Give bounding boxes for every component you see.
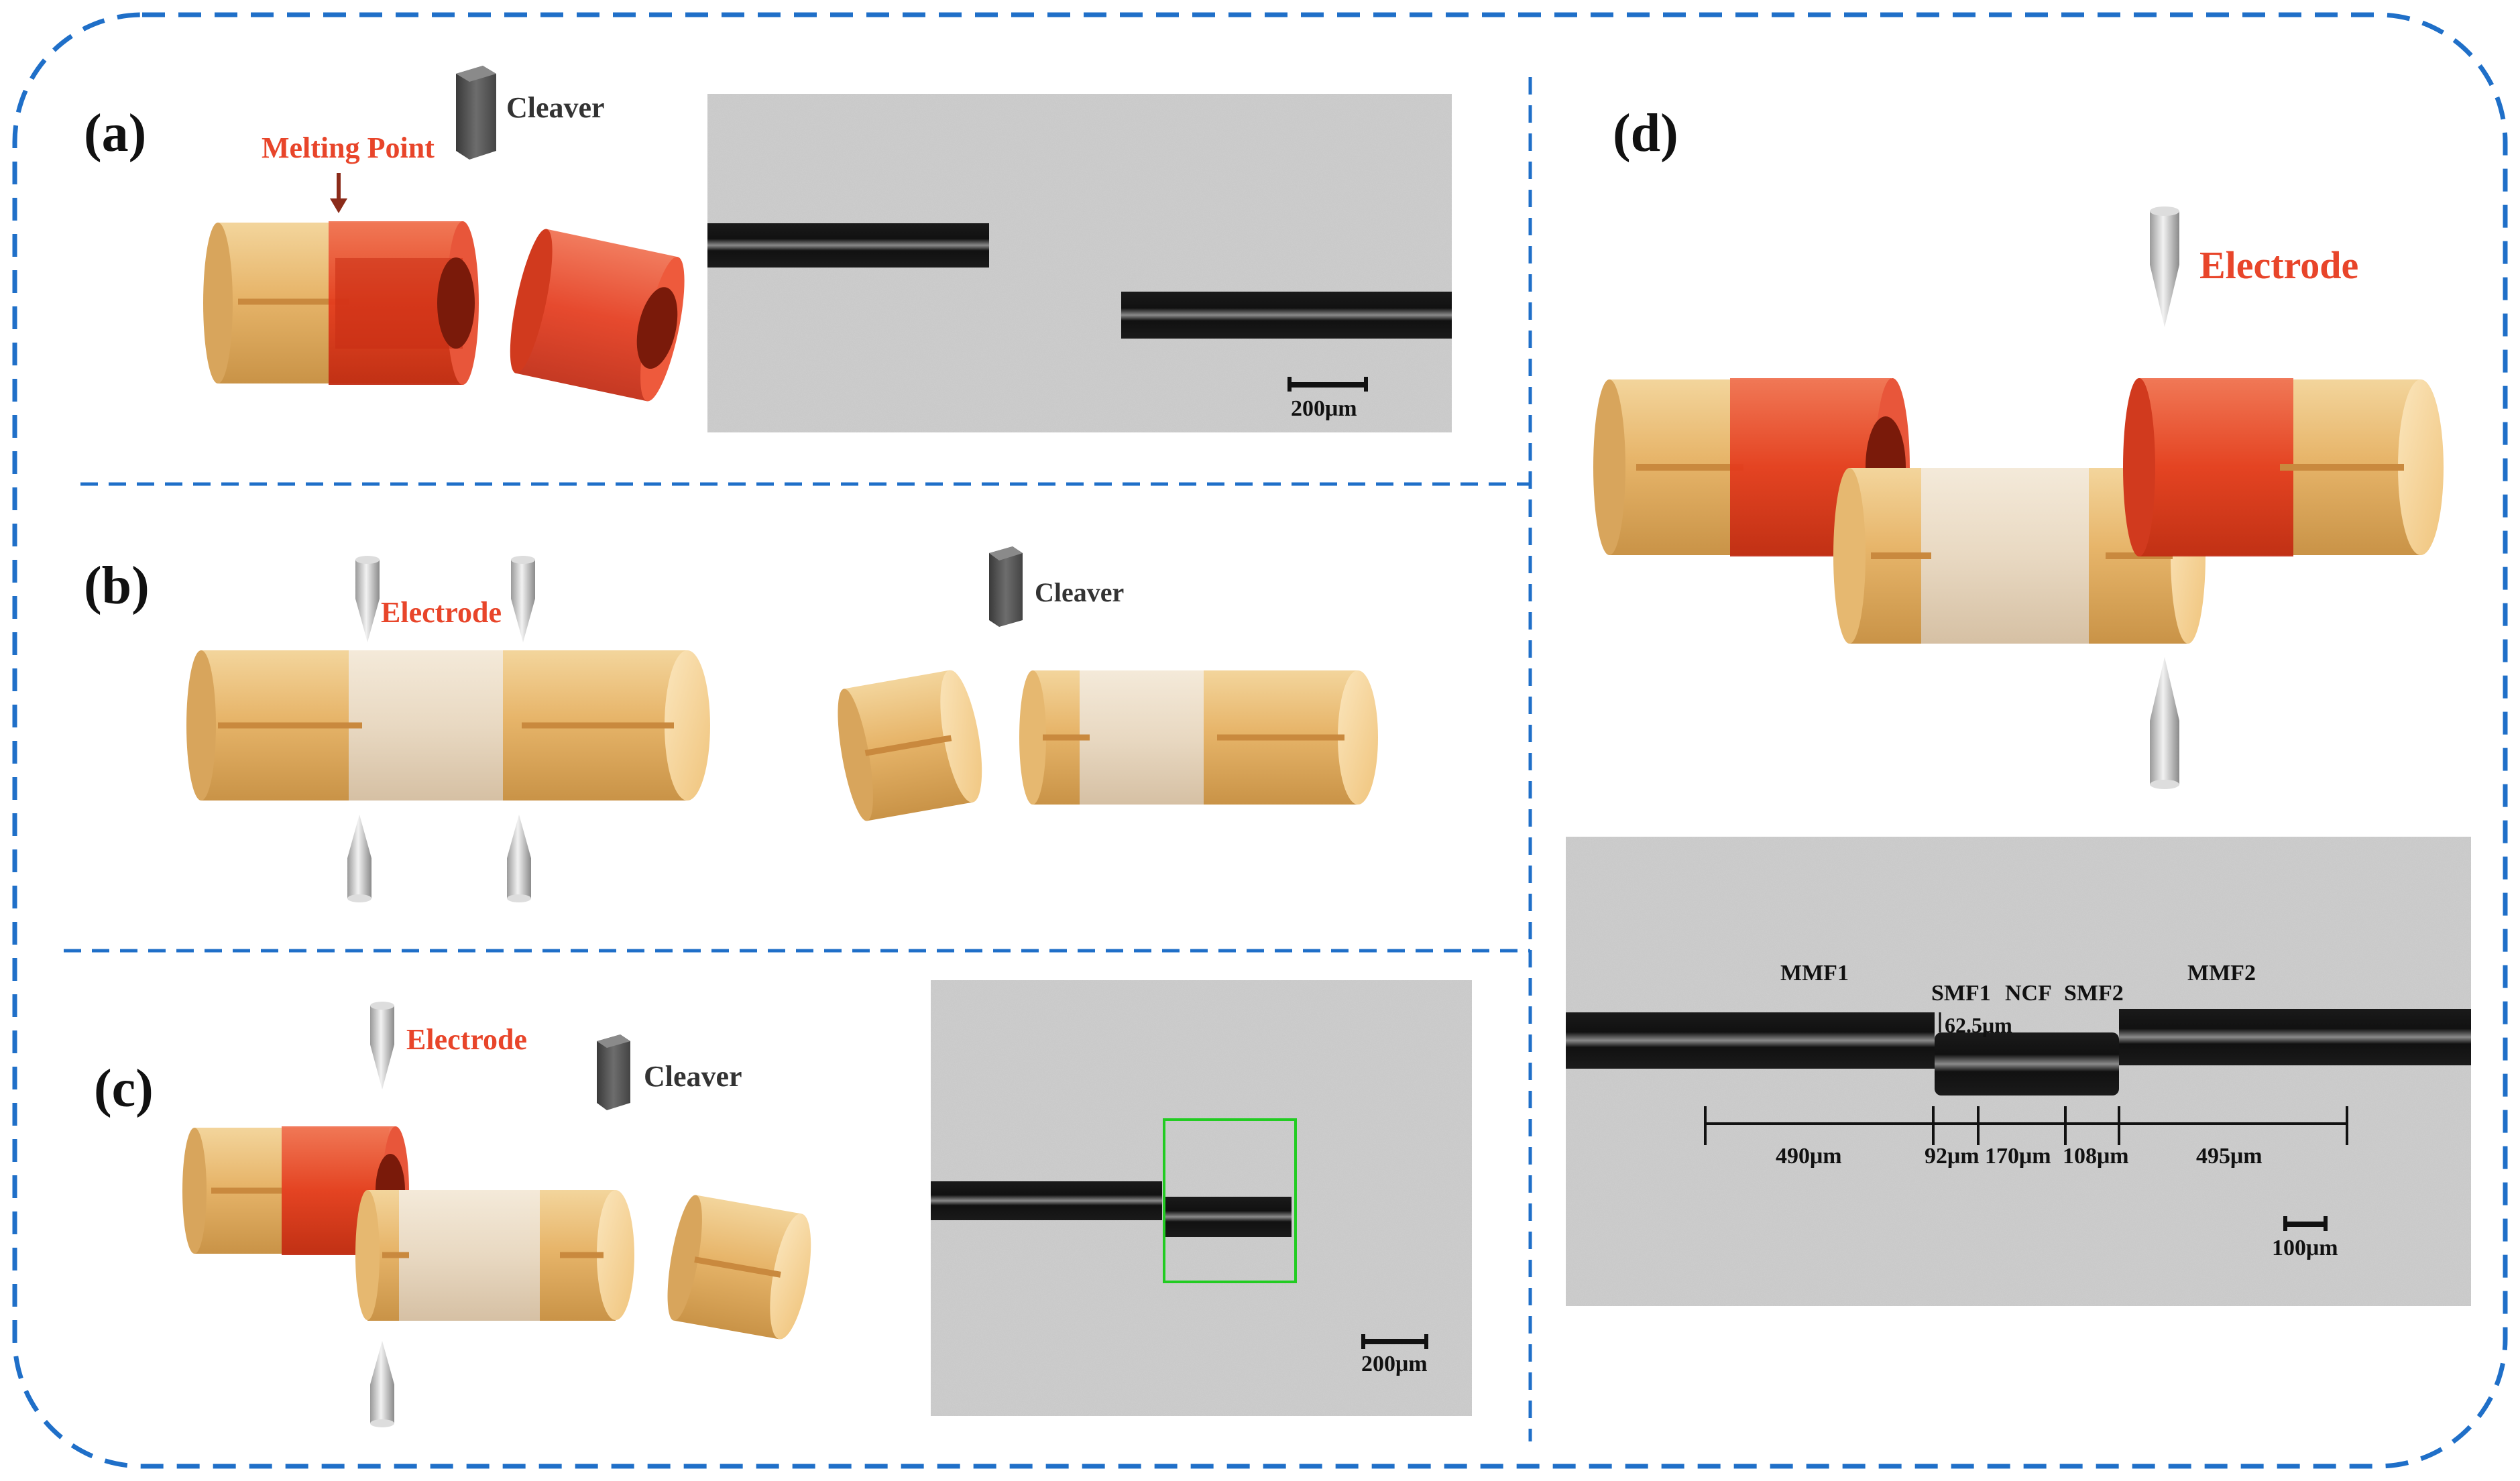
cleaver-icon: [456, 66, 496, 160]
cleaved-piece: [667, 1195, 811, 1340]
fiber-image: [931, 1181, 1162, 1220]
panel-c: (c) Electrode Cleaver: [94, 980, 1472, 1427]
electrode-icon: [2150, 657, 2179, 789]
cleaver-icon: [989, 546, 1023, 627]
cleaver-label: Cleaver: [644, 1060, 742, 1093]
panel-b-label: (b): [84, 556, 150, 615]
scale-bar: [1287, 382, 1368, 388]
electrode-icon: [507, 815, 531, 902]
length-label: 108μm: [2063, 1144, 2129, 1169]
cleaver-icon: [597, 1034, 630, 1110]
panel-a: (a) Cleaver Melting Point: [84, 66, 1452, 432]
length-label: 495μm: [2196, 1144, 2263, 1169]
highlight-box: [1163, 1118, 1297, 1283]
scale-bar-label: 200μm: [1361, 1352, 1428, 1376]
capillary-piece: [510, 229, 685, 402]
length-label: 92μm: [1925, 1144, 1980, 1169]
panel-a-label: (a): [84, 104, 146, 163]
fiber-assembly-right: [2123, 378, 2444, 556]
length-label: 490μm: [1776, 1144, 1842, 1169]
arrow-down-icon: [330, 173, 347, 213]
electrode-label: Electrode: [406, 1023, 527, 1056]
electrode-icon: [370, 1341, 394, 1427]
micrograph-c: 200μm: [931, 980, 1472, 1416]
electrode-icon: [355, 556, 380, 642]
length-label: 170μm: [1985, 1144, 2051, 1169]
spliced-fiber: [186, 650, 710, 801]
scale-bar: [1361, 1339, 1428, 1344]
remaining-fiber: [1019, 670, 1378, 805]
core-size-label: 62.5μm: [1945, 1013, 2012, 1037]
panel-c-label: (c): [94, 1059, 154, 1118]
panel-d: (d) Electrode: [1566, 104, 2471, 1306]
micrograph-d: MMF1 SMF1 NCF SMF2 MMF2 62.5μm 490μm 92μ…: [1566, 837, 2471, 1306]
dimension-line: [1704, 1106, 2348, 1145]
electrode-icon: [511, 556, 535, 642]
segment-label-smf2: SMF2: [2064, 981, 2124, 1006]
scale-bar: [2283, 1222, 2328, 1227]
fiber-assembly-left: [203, 221, 479, 385]
electrode-label: Electrode: [381, 596, 502, 629]
fiber-image: [2119, 1009, 2471, 1065]
electrode-icon: [347, 815, 371, 902]
melting-point-label: Melting Point: [262, 131, 435, 164]
micrograph-a: 200μm: [707, 94, 1452, 432]
fiber-image: [1165, 1197, 1292, 1237]
segment-label-ncf: NCF: [2005, 981, 2052, 1006]
fiber-image: [1935, 1032, 2119, 1095]
fiber-image: [1121, 292, 1452, 339]
cleaved-piece: [838, 670, 982, 821]
electrode-icon: [370, 1002, 394, 1089]
segment-label-mmf1: MMF1: [1780, 961, 1849, 986]
scale-bar-label: 100μm: [2272, 1236, 2338, 1260]
cleaver-label: Cleaver: [1035, 577, 1124, 607]
fiber-image: [707, 223, 989, 268]
segment-label-mmf2: MMF2: [2187, 961, 2256, 986]
spliced-fiber: [355, 1190, 634, 1321]
panel-b: (b) Electrode: [84, 546, 1378, 902]
electrode-icon: [2150, 206, 2179, 327]
segment-label-smf1: SMF1: [1931, 981, 1991, 1006]
electrode-label: Electrode: [2199, 243, 2358, 287]
panel-d-label: (d): [1613, 104, 1678, 163]
fiber-image: [1566, 1012, 1935, 1069]
scale-bar-label: 200μm: [1291, 396, 1357, 421]
cleaver-label: Cleaver: [506, 91, 605, 124]
